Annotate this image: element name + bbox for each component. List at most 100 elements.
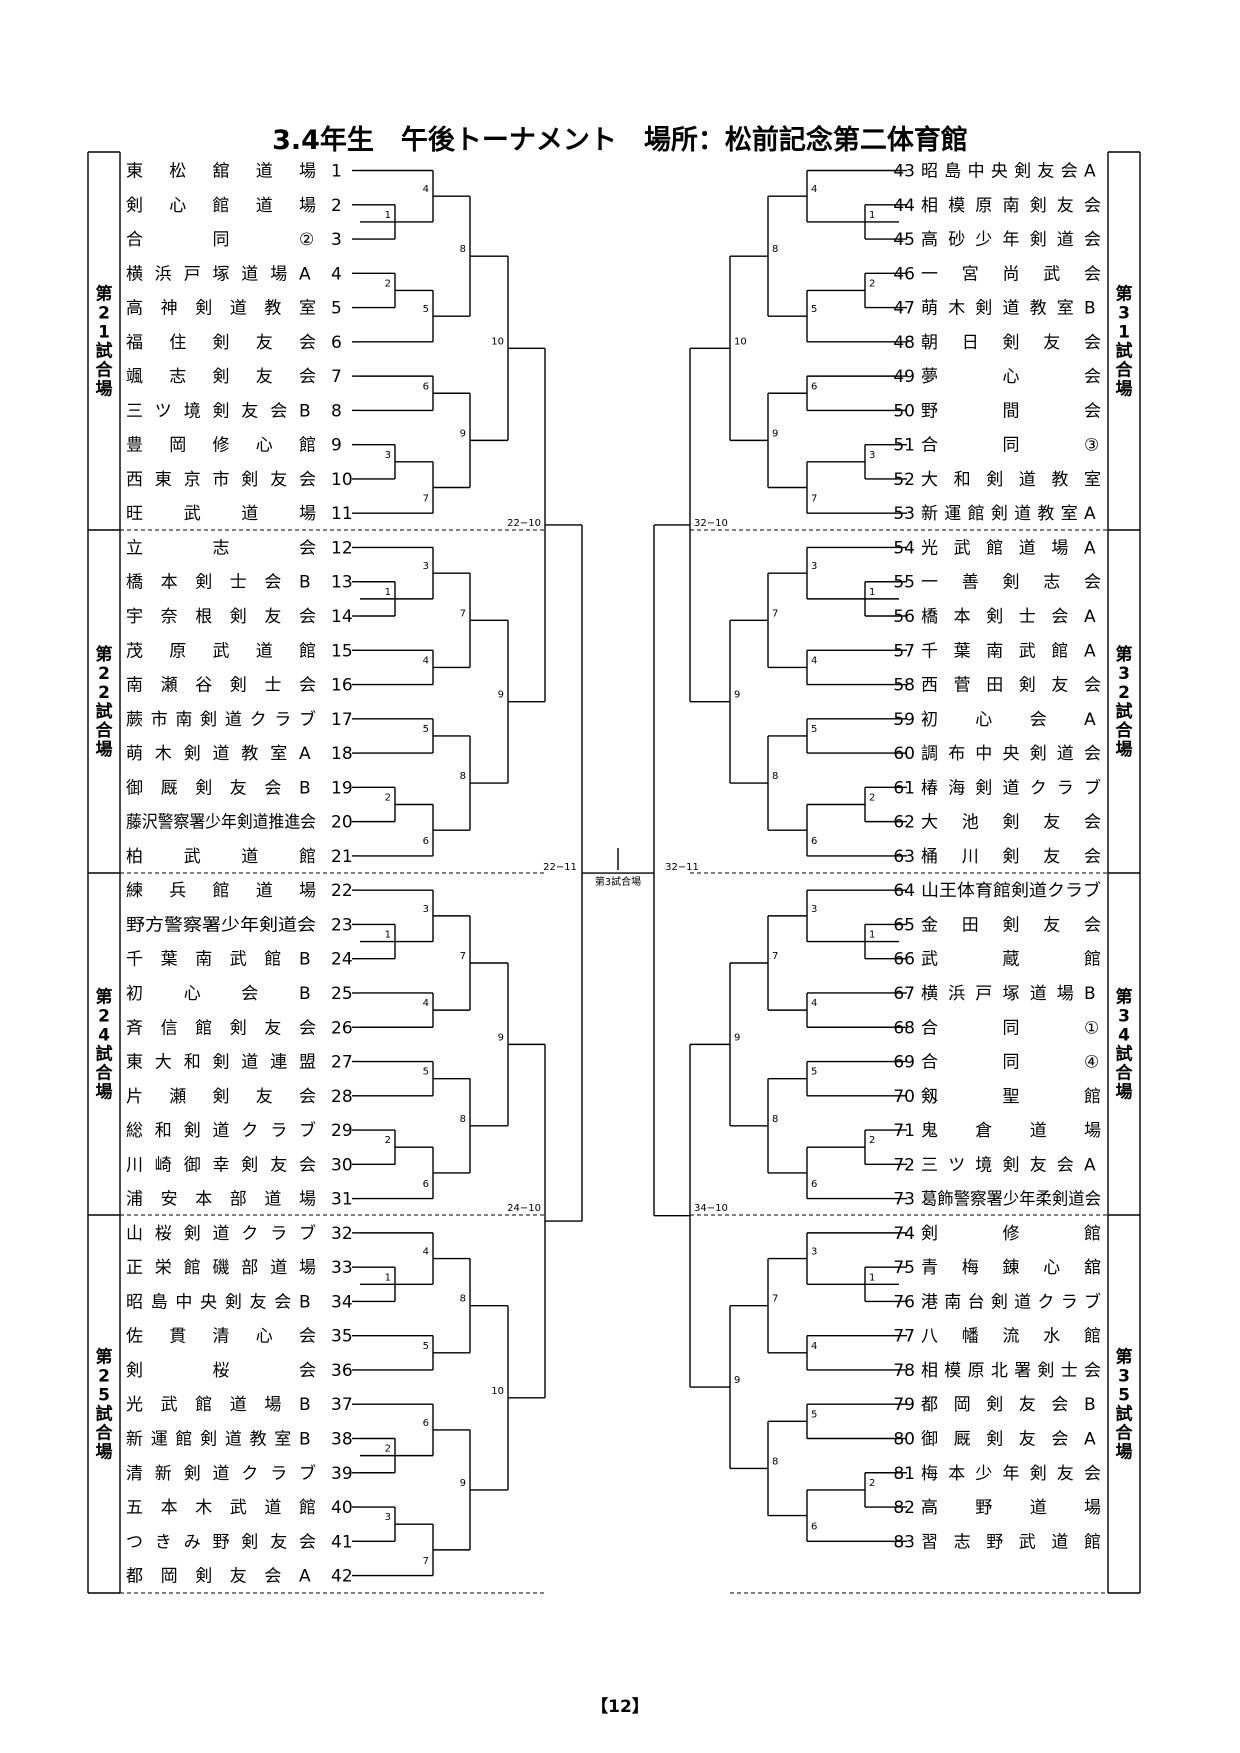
match-number: 6: [811, 1179, 817, 1190]
match-number: 3: [811, 904, 817, 915]
match-number: 7: [772, 608, 778, 619]
court-label-char: 第: [1116, 644, 1133, 665]
left-team-name: 柏武道館: [126, 847, 316, 867]
left-team-number: 32: [331, 1224, 353, 1244]
court-label-char: 試: [96, 341, 113, 362]
right-team-name: 朝日剣友会: [921, 333, 1101, 353]
left-team-number: 2: [331, 196, 342, 216]
court-label-char: 3: [1118, 304, 1130, 324]
court-label-char: 合: [96, 360, 114, 381]
court-label-char: 5: [98, 1386, 110, 1406]
court-label-char: 試: [96, 1404, 113, 1425]
match-number: 8: [772, 244, 778, 255]
left-team-number: 7: [331, 367, 342, 387]
left-team-number: 22: [331, 881, 353, 901]
match-number: 1: [869, 1272, 875, 1283]
left-team-number: 28: [331, 1087, 353, 1107]
left-team-number: 38: [331, 1429, 353, 1449]
right-team-number: 77: [893, 1327, 915, 1347]
match-number: 3: [423, 561, 429, 572]
match-number: 8: [772, 771, 778, 782]
right-team-number: 51: [893, 436, 915, 456]
match-number: 4: [811, 998, 817, 1009]
court-label-char: 1: [1118, 323, 1130, 343]
left-team-number: 17: [331, 710, 353, 730]
court-label-char: 場: [1116, 1083, 1133, 1103]
left-team-number: 39: [331, 1464, 353, 1484]
left-team-name: つきみ野剣友会: [126, 1532, 316, 1552]
left-team-number: 16: [331, 676, 353, 696]
right-team-number: 50: [893, 401, 915, 421]
right-team-name: 野間会: [921, 401, 1101, 421]
right-team-number: 74: [893, 1224, 915, 1244]
match-number: 5: [423, 304, 429, 315]
block-final-score: 24−10: [507, 1203, 541, 1214]
match-number: 2: [385, 792, 391, 803]
left-team-number: 25: [331, 984, 353, 1004]
right-team-name: 椿海剣道クラブ: [921, 777, 1101, 798]
left-team-name: 野方警察署少年剣道会: [126, 915, 316, 935]
right-team-name: 武蔵館: [921, 950, 1101, 970]
right-team-number: 46: [893, 264, 915, 284]
court-label-char: 1: [98, 323, 110, 343]
match-number: 1: [385, 930, 391, 941]
match-number: 7: [772, 951, 778, 962]
right-team-number: 60: [893, 744, 915, 764]
left-team-number: 19: [331, 778, 353, 798]
match-number: 3: [869, 450, 875, 461]
right-team-number: 55: [893, 573, 915, 593]
right-team-number: 58: [893, 676, 915, 696]
right-team-name: 高砂少年剣道会: [921, 230, 1101, 250]
right-team-name: 習志野武道館: [921, 1532, 1101, 1552]
left-team-number: 29: [331, 1121, 353, 1141]
court-label-char: 4: [98, 1026, 110, 1046]
match-number: 6: [423, 836, 429, 847]
left-team-number: 5: [331, 299, 342, 319]
match-number: 4: [423, 1247, 429, 1258]
left-team-number: 31: [331, 1190, 353, 1210]
match-number: 10: [734, 336, 747, 347]
left-team-number: 21: [331, 847, 353, 867]
block-final-score: 22−11: [543, 862, 577, 873]
match-number: 2: [385, 1135, 391, 1146]
left-team-name: 福住剣友会: [126, 333, 316, 353]
left-team-number: 15: [331, 641, 353, 661]
page-title: 3.4年生 午後トーナメント 場所：松前記念第二体育館: [272, 125, 968, 156]
left-team-number: 30: [331, 1155, 353, 1175]
match-number: 7: [460, 951, 466, 962]
court-label-char: 2: [98, 664, 110, 684]
left-team-name: 颯志剣友会: [126, 367, 316, 387]
left-team-name: 片瀬剣友会: [126, 1087, 316, 1107]
court-label-char: 場: [96, 380, 113, 400]
left-team-number: 18: [331, 744, 353, 764]
court-label-char: 場: [1116, 740, 1133, 760]
left-team-number: 36: [331, 1361, 353, 1381]
left-team-name: 総和剣道クラブ: [126, 1120, 316, 1141]
final-court-label: 第3試合場: [595, 875, 641, 888]
right-team-number: 52: [893, 470, 915, 490]
match-number: 5: [423, 724, 429, 735]
right-team-name: 葛飾警察署少年柔剣道会: [921, 1190, 1101, 1210]
match-number: 2: [869, 1478, 875, 1489]
match-number: 2: [385, 278, 391, 289]
left-team-name: 清新剣道クラブ: [126, 1463, 316, 1484]
left-team-name: 剣桜会: [126, 1361, 316, 1381]
right-team-name: 青梅錬心舘: [921, 1257, 1101, 1278]
court-label-char: 第: [1116, 284, 1133, 305]
court-label-char: 第: [1116, 1347, 1133, 1368]
left-team-name: 東大和剣道連盟: [126, 1053, 316, 1073]
left-team-name: 川崎御幸剣友会: [126, 1155, 316, 1175]
right-team-name: 相模原北署剣士会: [921, 1361, 1101, 1381]
right-team-name: 夢心会: [921, 367, 1101, 387]
court-label-char: 場: [96, 1443, 113, 1463]
right-team-number: 83: [893, 1532, 915, 1552]
match-number: 7: [423, 493, 429, 504]
right-team-number: 79: [893, 1395, 915, 1415]
